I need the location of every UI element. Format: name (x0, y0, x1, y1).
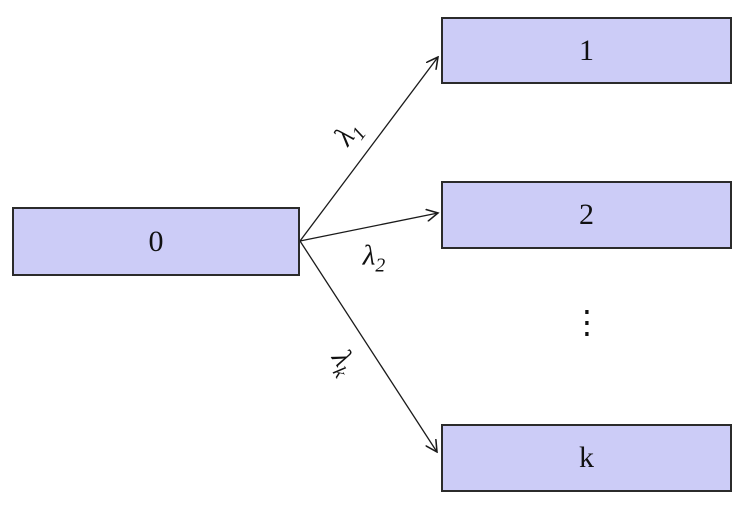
edge-arrow-0-to-2 (299, 213, 438, 242)
node-state-k: k (441, 424, 732, 492)
edge-arrow-0-to-1 (299, 57, 438, 242)
node-state-2: 2 (441, 181, 732, 249)
node-state-0-label: 0 (148, 224, 164, 258)
edge-arrow-0-to-k (299, 240, 437, 452)
node-state-k-label: k (579, 441, 594, 474)
node-state-2-label: 2 (579, 198, 594, 231)
edge-label-lambda-1: λ1 (328, 114, 371, 152)
node-state-0: 0 (12, 207, 300, 276)
lambda-symbol: λ (362, 239, 376, 272)
node-state-1-label: 1 (579, 33, 594, 67)
lambda-subscript: 2 (375, 254, 386, 277)
edge-label-lambda-2: λ2 (362, 239, 386, 277)
node-state-1: 1 (441, 17, 732, 84)
vertical-ellipsis: ⋮ (571, 303, 603, 341)
edge-label-lambda-k: λk (324, 344, 363, 382)
